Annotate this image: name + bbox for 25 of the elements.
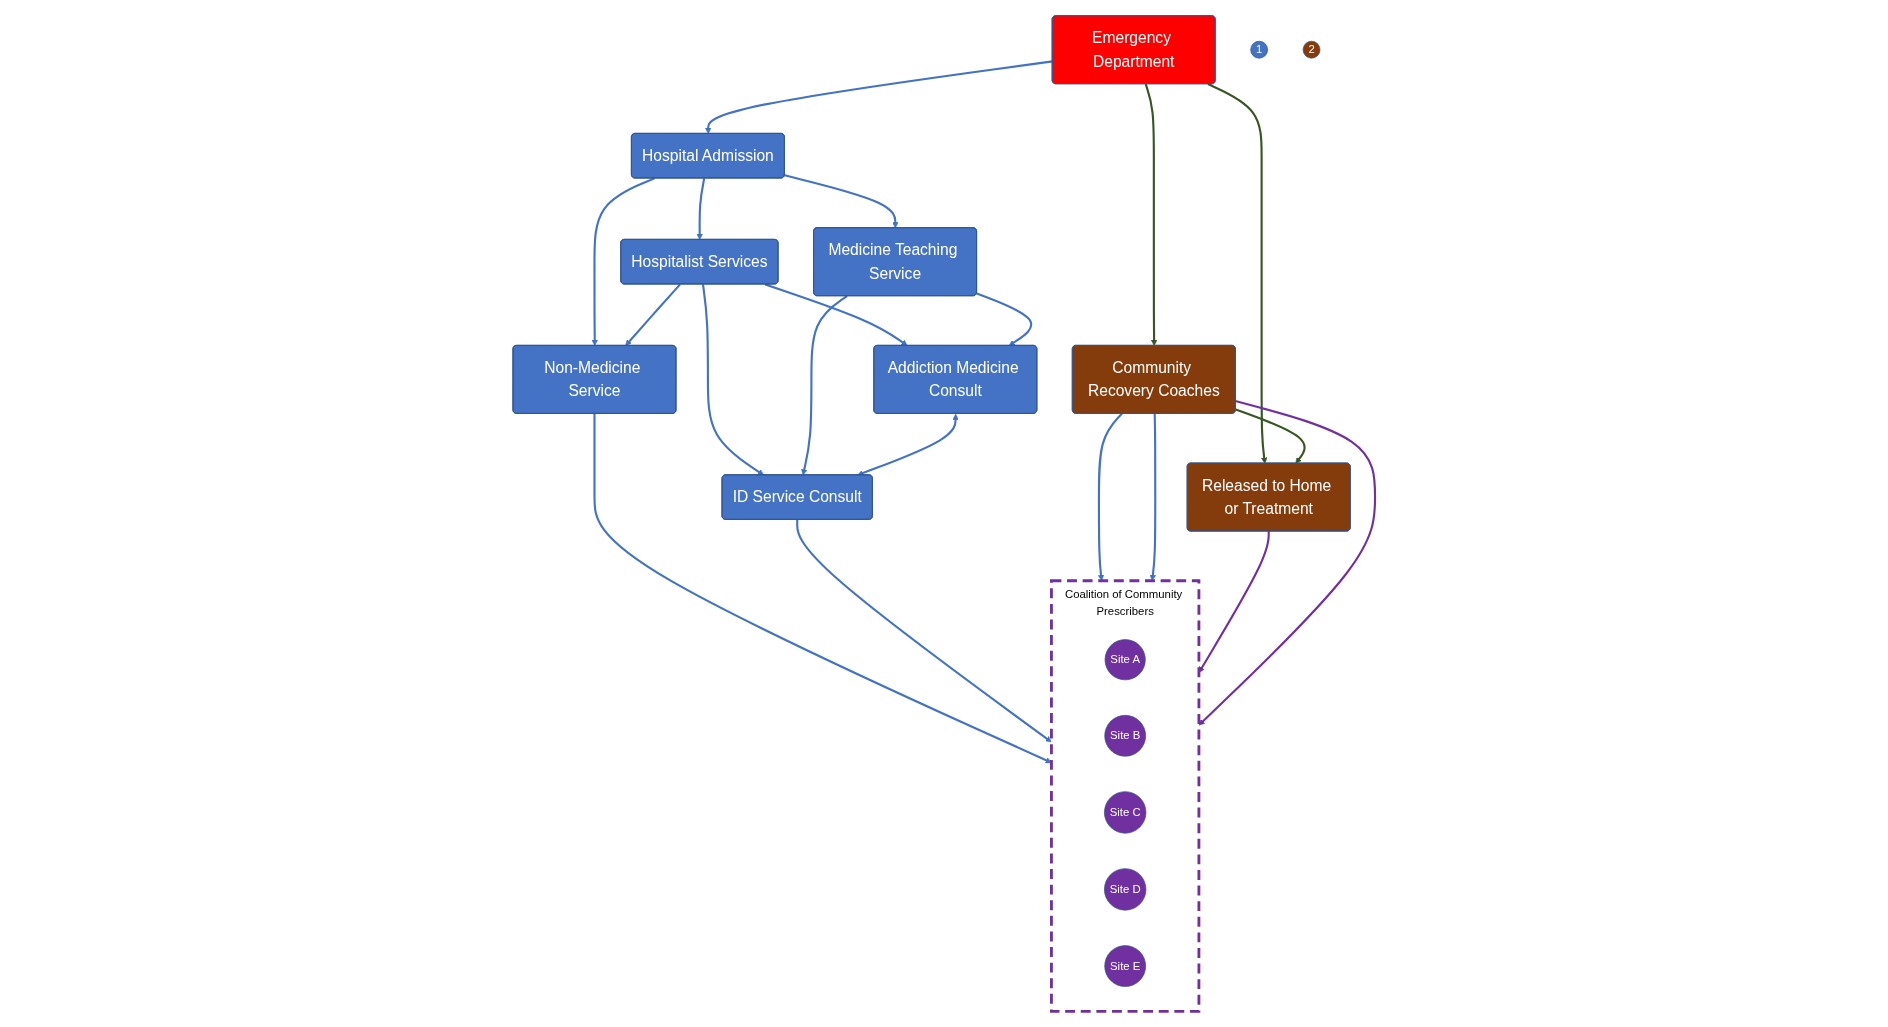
arrow	[593, 413, 1052, 764]
node-circle: Site B	[1104, 714, 1146, 757]
arrow	[625, 283, 681, 346]
node-circle: Site D	[1104, 868, 1147, 911]
arrow	[591, 177, 655, 346]
arrow	[1207, 83, 1268, 464]
node-circle: 2	[1302, 40, 1321, 59]
arrow	[1198, 531, 1270, 673]
arrow	[1149, 413, 1157, 581]
arrow	[1198, 400, 1377, 726]
arrow	[801, 295, 848, 476]
arrow	[976, 292, 1033, 346]
arrow	[696, 178, 706, 240]
arrow	[1144, 83, 1158, 346]
node-circle: Site A	[1104, 639, 1146, 681]
arrow	[784, 174, 899, 229]
arrow	[1097, 412, 1123, 581]
arrow	[701, 284, 764, 476]
arrow	[1235, 408, 1306, 464]
arrow	[705, 60, 1053, 134]
arrow	[796, 519, 1052, 743]
node-circle: Site E	[1104, 945, 1146, 987]
arrow	[764, 283, 908, 346]
node-circle: 1	[1250, 40, 1268, 59]
node-circle: Site C	[1104, 791, 1147, 834]
